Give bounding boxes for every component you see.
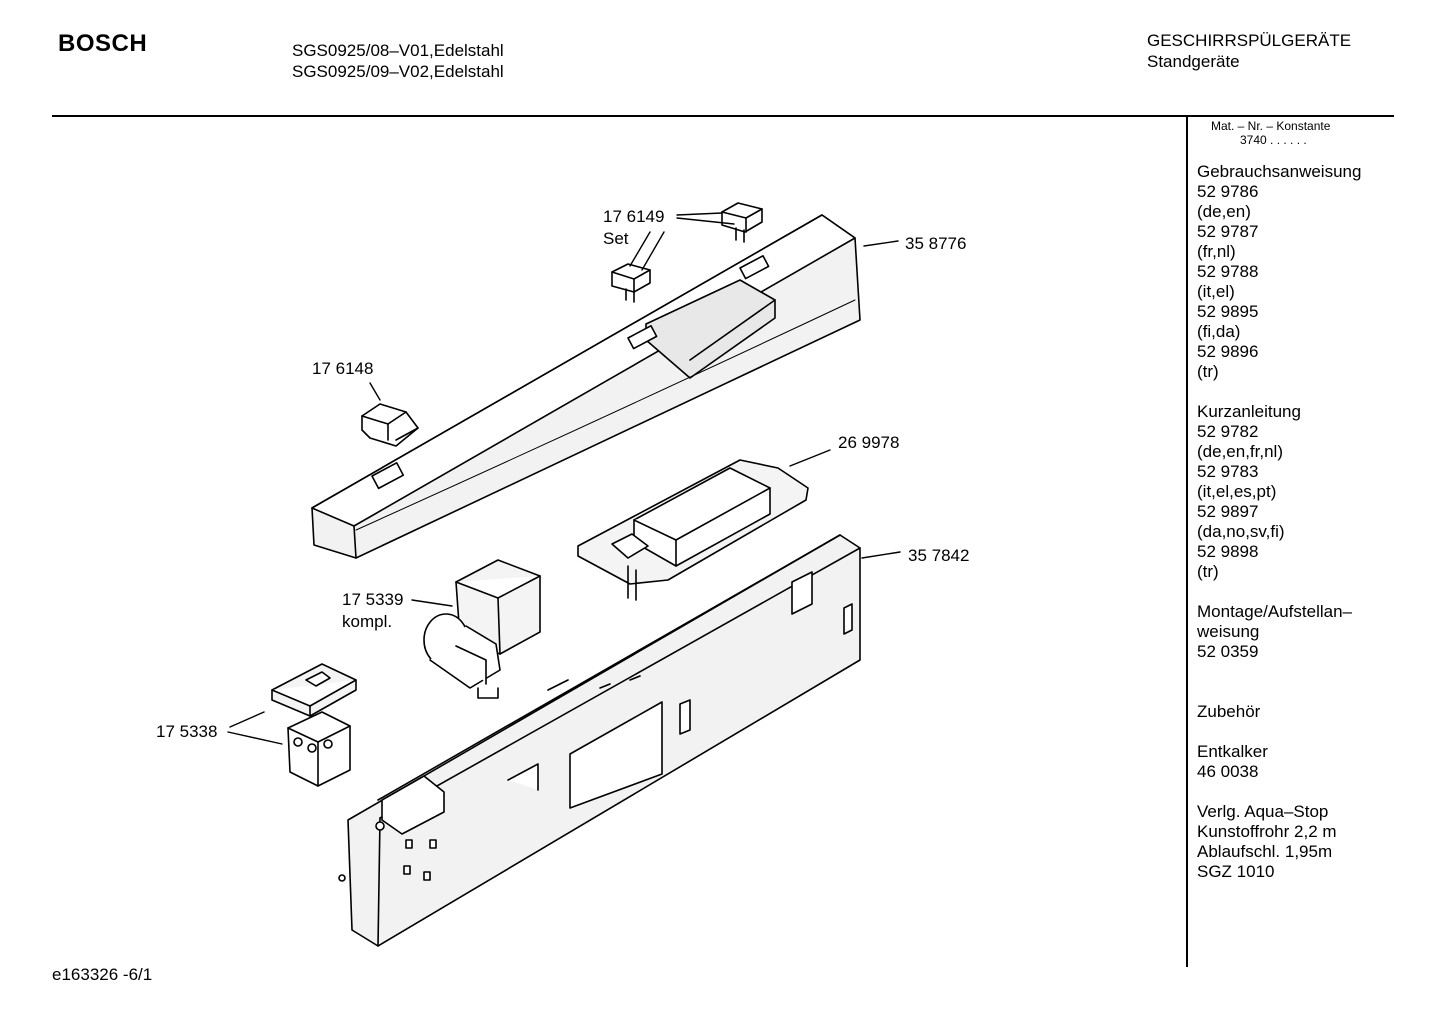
button-set-part bbox=[611, 202, 763, 303]
mat-nr-block: Mat. – Nr. – Konstante 3740 . . . . . . bbox=[1211, 119, 1330, 147]
part-label-175338: 17 5338 bbox=[156, 722, 217, 741]
control-panel-part bbox=[311, 214, 861, 559]
part-label-357842: 35 7842 bbox=[908, 546, 969, 565]
sidebar-line: 52 9895 bbox=[1197, 302, 1259, 321]
sidebar-line: 46 0038 bbox=[1197, 762, 1259, 781]
sidebar-line: (fi,da) bbox=[1197, 322, 1241, 341]
sidebar-line: (da,no,sv,fi) bbox=[1197, 522, 1285, 541]
single-button-part bbox=[361, 403, 419, 447]
part-label-176148: 17 6148 bbox=[312, 359, 373, 378]
drawing-number: e163326 -6/1 bbox=[52, 965, 153, 984]
sidebar-line: Gebrauchsanweisung bbox=[1197, 162, 1362, 181]
sidebar-line: Entkalker bbox=[1197, 742, 1268, 761]
switch-unit-part bbox=[271, 663, 357, 787]
category-header: GESCHIRRSPÜLGERÄTE Standgeräte bbox=[1147, 30, 1351, 72]
sidebar-divider bbox=[1186, 117, 1188, 967]
mat-nr-value: 3740 . . . . . . bbox=[1240, 133, 1307, 147]
sidebar-line: Kunstoffrohr 2,2 m bbox=[1197, 822, 1337, 841]
part-label-358776: 35 8776 bbox=[905, 234, 966, 253]
sidebar-line: (it,el) bbox=[1197, 282, 1235, 301]
sidebar-line: (fr,nl) bbox=[1197, 242, 1236, 261]
sidebar-line: 52 0359 bbox=[1197, 642, 1259, 661]
model-list: SGS0925/08–V01,Edelstahl SGS0925/09–V02,… bbox=[292, 40, 504, 82]
mat-nr-label: Mat. – Nr. – Konstante bbox=[1211, 119, 1331, 133]
display-module-part bbox=[577, 459, 809, 601]
sidebar-line: Montage/Aufstellan– bbox=[1197, 602, 1352, 621]
sidebar-line: 52 9786 bbox=[1197, 182, 1259, 201]
sidebar-line: 52 9788 bbox=[1197, 262, 1259, 281]
sidebar-line: 52 9787 bbox=[1197, 222, 1259, 241]
brand-logo: BOSCH bbox=[58, 30, 148, 57]
part-label-269978: 26 9978 bbox=[838, 433, 899, 452]
leader-lines bbox=[227, 212, 901, 745]
sidebar-line: (de,en) bbox=[1197, 202, 1251, 221]
sidebar-line: SGZ 1010 bbox=[1197, 862, 1275, 881]
sidebar-line: 52 9897 bbox=[1197, 502, 1259, 521]
category-title: GESCHIRRSPÜLGERÄTE bbox=[1147, 31, 1352, 50]
part-label-176149-set: Set bbox=[603, 229, 629, 248]
electronic-module-part bbox=[338, 534, 861, 947]
sidebar-line: 52 9782 bbox=[1197, 422, 1259, 441]
switch-assembly-part bbox=[423, 559, 541, 699]
sidebar-line: Zubehör bbox=[1197, 702, 1261, 721]
category-subtitle: Standgeräte bbox=[1147, 52, 1240, 71]
sidebar-line: 52 9783 bbox=[1197, 462, 1259, 481]
sidebar-line: (de,en,fr,nl) bbox=[1197, 442, 1283, 461]
sidebar-line: Verlg. Aqua–Stop bbox=[1197, 802, 1329, 821]
part-label-175339: 17 5339 bbox=[342, 590, 403, 609]
sidebar-line: (it,el,es,pt) bbox=[1197, 482, 1277, 501]
sidebar-line: (tr) bbox=[1197, 362, 1219, 381]
model-line: SGS0925/09–V02,Edelstahl bbox=[292, 62, 504, 81]
part-label-176149: 17 6149 bbox=[603, 207, 664, 226]
sidebar-line: Kurzanleitung bbox=[1197, 402, 1301, 421]
part-label-175339-kompl: kompl. bbox=[342, 612, 392, 631]
sidebar-line: Ablaufschl. 1,95m bbox=[1197, 842, 1333, 861]
sidebar-line: (tr) bbox=[1197, 562, 1219, 581]
sidebar-line: 52 9898 bbox=[1197, 542, 1259, 561]
header-divider bbox=[52, 115, 1394, 117]
sidebar-line: 52 9896 bbox=[1197, 342, 1259, 361]
sidebar-line: weisung bbox=[1197, 622, 1260, 641]
model-line: SGS0925/08–V01,Edelstahl bbox=[292, 41, 504, 60]
